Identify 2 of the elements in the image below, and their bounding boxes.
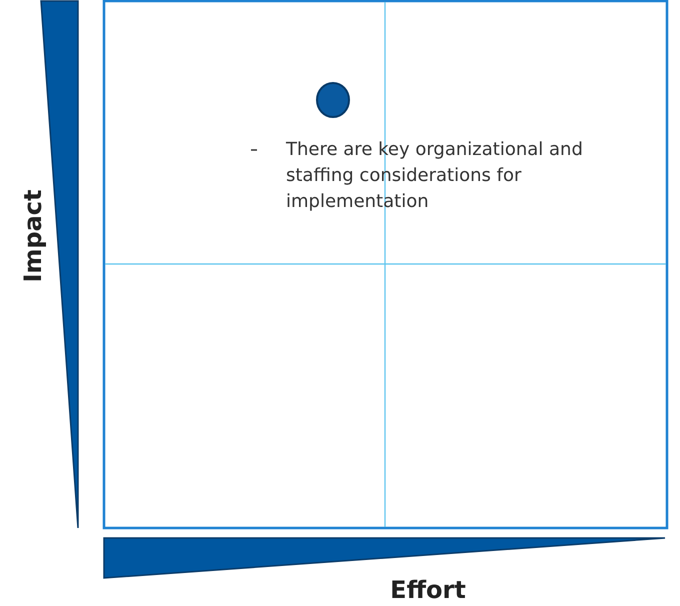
axis-label: Impact [19,188,47,285]
axis-label: Effort [389,576,467,604]
